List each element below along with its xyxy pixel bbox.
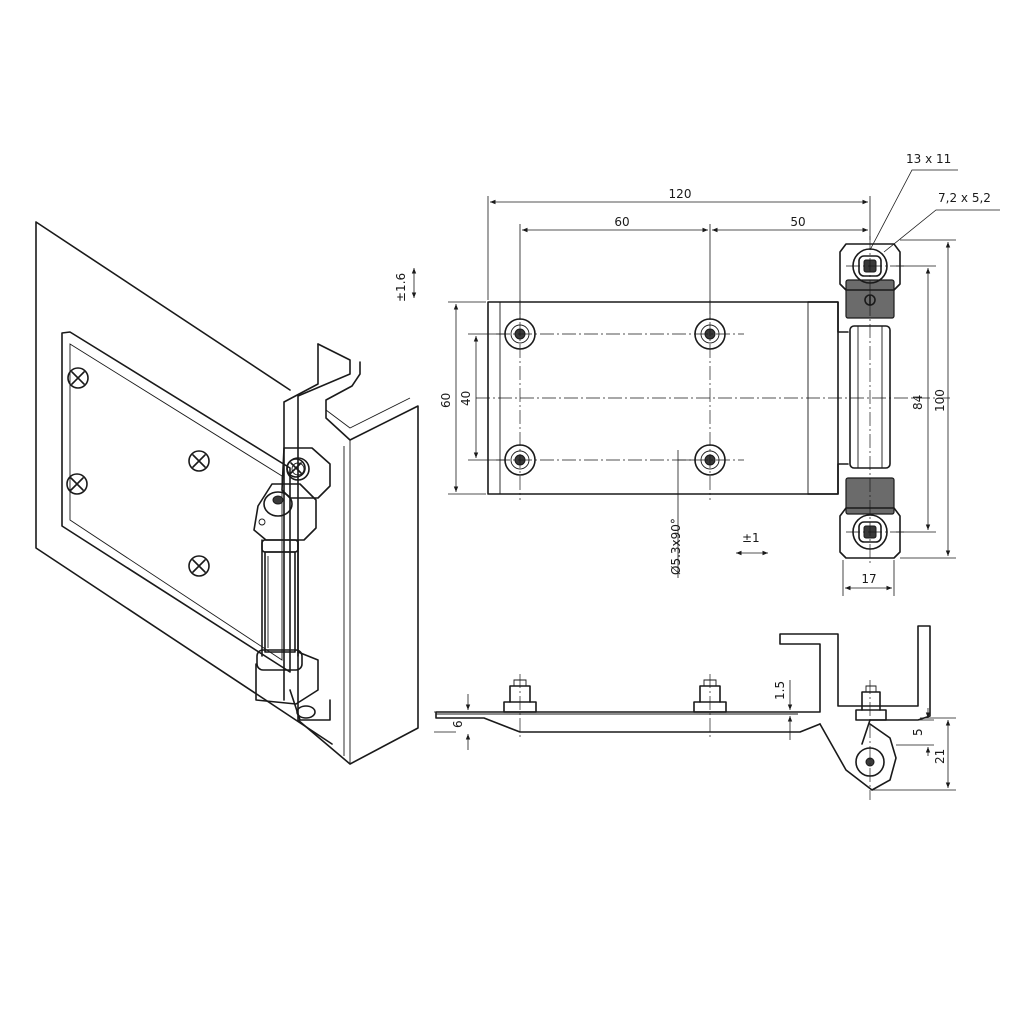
dim-label-60: 60: [614, 215, 629, 229]
screw-icon: [66, 473, 88, 495]
dim-v84: 84: [896, 265, 936, 533]
hinge-leaf-plate: [61, 331, 291, 673]
dim-1-5: 1.5: [773, 680, 793, 740]
slot-callouts: 13 x 11 7,2 x 5,2: [869, 152, 1000, 253]
dim-120: 120: [487, 187, 871, 300]
dim-label-17: 17: [861, 572, 876, 586]
dim-label-120: 120: [669, 187, 692, 201]
dim-label-6: 6: [451, 720, 465, 728]
tol-label-1: ±1: [742, 531, 760, 545]
frame-profile: [283, 343, 419, 765]
dim-label-50: 50: [790, 215, 805, 229]
dim-label-21: 21: [933, 749, 947, 764]
leaf-profile: [435, 625, 931, 745]
tol-label-16: ±1.6: [394, 273, 408, 302]
hole-spec-label: Ø5.3x90°: [669, 518, 683, 575]
isometric-view: [35, 221, 419, 765]
dim-label-1-5: 1.5: [773, 681, 787, 700]
dim-5: 5: [896, 708, 934, 756]
dim-label-v100: 100: [933, 389, 947, 412]
dim-label-v60: 60: [439, 393, 453, 408]
tolerance-1: ±1: [736, 531, 768, 556]
hinge-knuckle: [253, 447, 331, 721]
mounting-holes: [504, 318, 726, 476]
dim-60-50: 60 50: [519, 215, 868, 320]
side-knuckle: [819, 723, 897, 791]
slot-label-13x11: 13 x 11: [906, 152, 951, 166]
side-view: 1.5 6 5 21: [434, 625, 956, 800]
front-view: 120 60 50 13 x 11 7,2 x 5,2 ±1.6 60: [394, 152, 1000, 596]
dim-label-5: 5: [911, 728, 925, 736]
screw-head-icon: [855, 685, 887, 721]
dim-v60: 60: [439, 301, 486, 495]
dim-v100: 100: [900, 239, 956, 559]
slot-label-72x52: 7,2 x 5,2: [938, 191, 991, 205]
door-panel: [35, 221, 333, 745]
dim-6: 6: [434, 694, 471, 750]
side-center-lines: [519, 674, 871, 800]
dim-17: 17: [842, 560, 895, 596]
screw-icon: [188, 450, 210, 472]
tolerance-16: ±1.6: [394, 268, 417, 302]
dim-label-v40: 40: [459, 391, 473, 406]
screw-icon: [67, 367, 89, 389]
dim-v40: 40: [459, 333, 506, 461]
dim-label-v84: 84: [911, 395, 925, 410]
dim-21: 21: [872, 717, 956, 791]
center-lines: [476, 236, 950, 566]
plate-screws: [66, 367, 210, 577]
screw-icon: [286, 458, 306, 478]
hole-spec: Ø5.3x90°: [669, 450, 696, 578]
screw-icon: [188, 555, 210, 577]
